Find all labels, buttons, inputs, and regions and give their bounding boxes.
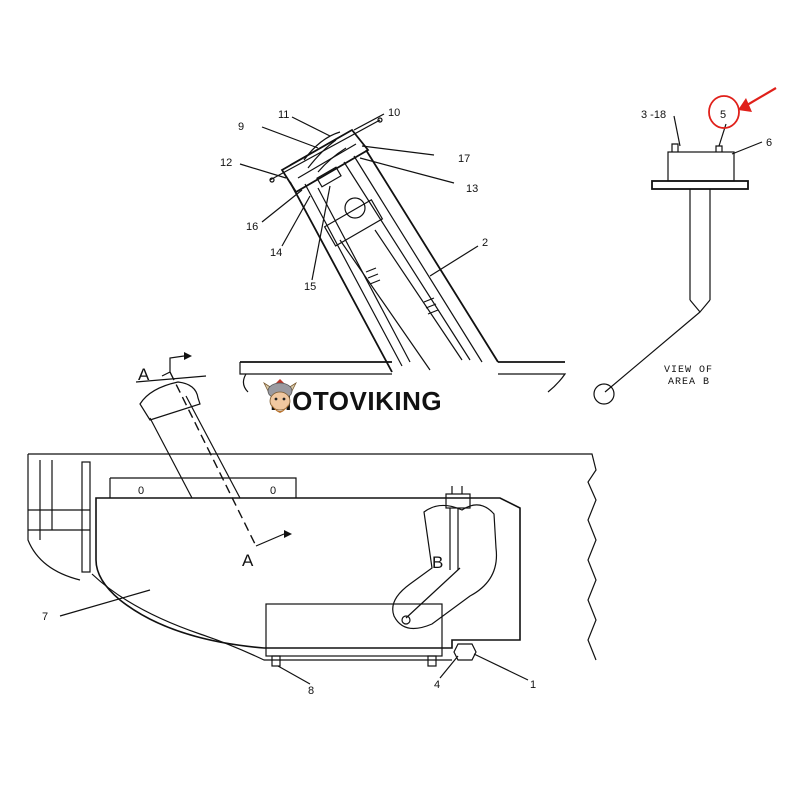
viking-mascot-icon [263, 379, 297, 413]
motoviking-watermark: MOTOVIKING [262, 377, 534, 425]
sender-arm [405, 567, 461, 619]
sender-tube [689, 189, 711, 300]
frame-outline [28, 453, 597, 661]
callout-3-18: 3 -18 [641, 109, 666, 121]
callout-13: 13 [466, 183, 478, 195]
callout-16: 16 [246, 221, 258, 233]
sender-housing [667, 151, 735, 182]
callout-1: 1 [530, 679, 536, 691]
fuel-tank [95, 497, 521, 649]
callout-17: 17 [458, 153, 470, 165]
bolt-right [427, 655, 437, 667]
brand-text: MOTOVIKING [270, 385, 443, 416]
callout-12: 12 [220, 157, 232, 169]
tank-cutaway-b [392, 504, 498, 630]
view-caption-line1: VIEW OF [664, 365, 713, 376]
top-leaders [239, 113, 479, 281]
neck-hole [344, 197, 366, 219]
slot-mark-2: 0 [270, 485, 276, 497]
lower-guard [265, 603, 443, 657]
highlight-arrowhead [738, 98, 752, 112]
section-label-a-top: A [138, 365, 150, 384]
tank-assembly: 0 0 [27, 352, 597, 685]
slot-mark-1: 0 [138, 485, 144, 497]
view-area-b: VIEW OF AREA B [593, 87, 777, 405]
callout-8: 8 [308, 685, 314, 697]
highlight-circle [708, 95, 740, 129]
callout-15: 15 [304, 281, 316, 293]
callout-6: 6 [766, 137, 772, 149]
section-label-b: B [432, 553, 443, 572]
callout-9: 9 [238, 121, 244, 133]
filler-cap [269, 117, 383, 194]
filler-neck-detail [239, 113, 567, 393]
float-arm [604, 299, 711, 393]
drain-plug [453, 643, 477, 661]
callout-labels: 11 10 9 17 12 13 16 2 14 15 3 -18 5 6 7 … [42, 107, 772, 697]
section-line-aa [169, 371, 257, 547]
callout-10: 10 [388, 107, 400, 119]
main-filler-cap [139, 381, 201, 421]
main-filler-neck [149, 395, 241, 499]
bolt-left [271, 655, 281, 667]
screen-hatch [365, 267, 439, 315]
tank-strap [109, 477, 297, 498]
frame-bracket [81, 461, 91, 573]
filler-tube [289, 149, 499, 373]
section-label-a-bottom: A [242, 551, 254, 570]
callout-11: 11 [278, 109, 289, 121]
callout-5: 5 [720, 109, 726, 121]
view-caption-line2: AREA B [668, 377, 710, 388]
float [593, 383, 615, 405]
callout-14: 14 [270, 247, 282, 259]
mounting-plate [651, 180, 749, 190]
callout-4: 4 [434, 679, 440, 691]
callout-7: 7 [42, 611, 48, 623]
callout-2: 2 [482, 237, 488, 249]
